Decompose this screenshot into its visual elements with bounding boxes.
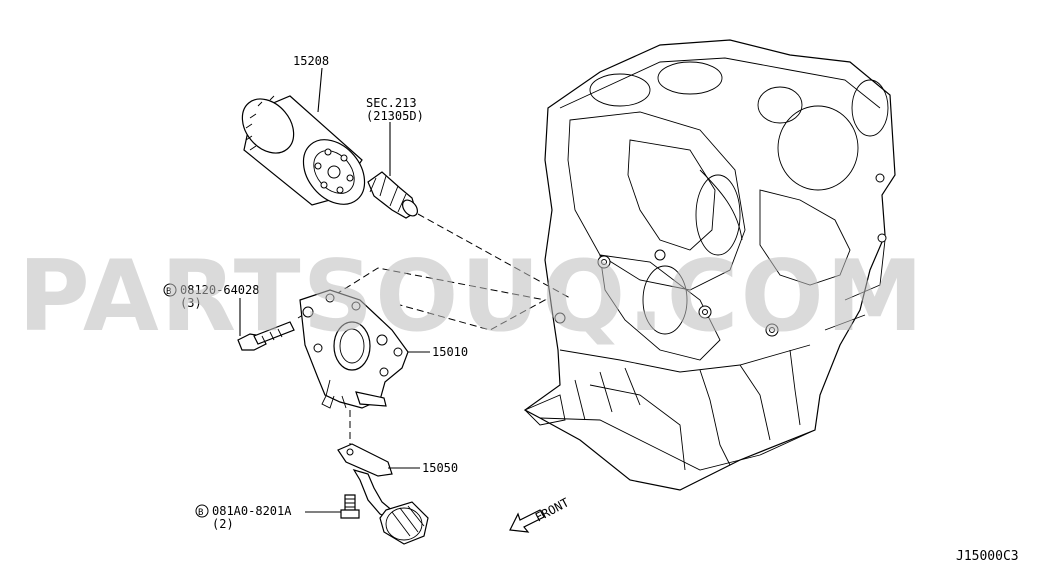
label-bolt-upper-qty: (3) [180,296,202,310]
label-bolt-upper-code: 08120-64028 [180,283,259,297]
label-sec-ref-line2: (21305D) [366,109,424,123]
dashed-line-pump [297,267,547,331]
bolt-lower-marker: B [198,508,203,518]
label-bolt-lower-code: 081A0-8201A [212,504,292,518]
oil-pump [299,289,409,409]
bolt-upper-marker: B [166,287,171,297]
label-sec-ref-line1: SEC.213 [366,96,417,110]
bolt-upper-marker-circle [163,283,177,297]
oil-connector [367,171,418,219]
label-oil-filter: 15208 [293,54,329,68]
label-oil-pump: 15010 [432,345,468,359]
label-front: FRONT [533,495,571,524]
oil-filter [241,95,366,206]
engine-block [523,39,896,491]
leader-15208 [317,67,323,113]
front-arrow-icon [509,509,545,533]
oil-strainer [337,443,429,545]
bolt-lower [340,494,360,519]
label-strainer: 15050 [422,461,458,475]
dashed-line-filter [417,213,571,299]
bolt-lower-marker-circle [195,504,209,518]
label-bolt-lower-qty: (2) [212,517,234,531]
watermark-text: PARTSOUQ.COM [18,240,925,354]
bolt-upper [237,321,295,351]
diagram-code: J15000C3 [956,549,1019,564]
